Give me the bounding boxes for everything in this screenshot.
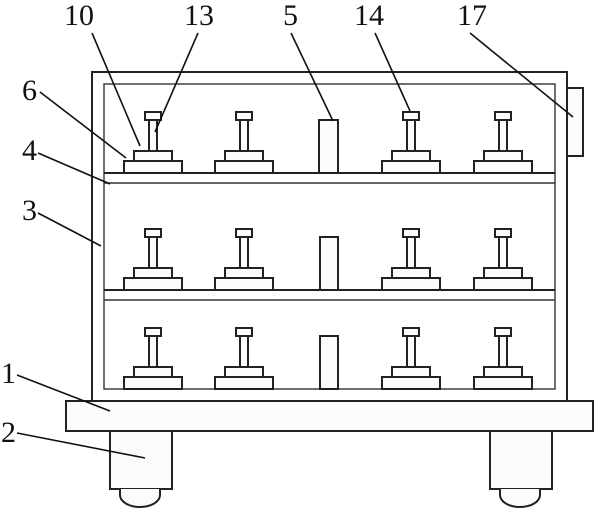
callout-5: 5 xyxy=(283,0,298,32)
wheel-right xyxy=(489,430,553,508)
wheel-left xyxy=(109,430,173,508)
clamp-holder xyxy=(214,228,274,291)
callout-17: 17 xyxy=(457,0,487,32)
clamp-holder xyxy=(123,327,183,390)
clamp-holder xyxy=(473,111,533,174)
callout-10: 10 xyxy=(64,0,94,32)
base-plate xyxy=(65,400,594,432)
callout-6: 6 xyxy=(22,74,37,107)
clamp-holders xyxy=(123,111,533,390)
shelf-middle xyxy=(104,289,555,301)
clamp-holder xyxy=(214,327,274,390)
callout-3: 3 xyxy=(22,194,37,227)
callout-1: 1 xyxy=(1,357,16,390)
divider-top xyxy=(318,119,339,174)
side-control-box xyxy=(566,87,584,157)
shelf-top xyxy=(104,172,555,184)
clamp-holder xyxy=(473,228,533,291)
clamp-holder xyxy=(123,111,183,174)
callout-4: 4 xyxy=(22,134,37,167)
cabinet-outer-frame xyxy=(91,71,568,402)
leader-lines xyxy=(16,32,574,459)
clamp-holder xyxy=(381,111,441,174)
callout-13: 13 xyxy=(184,0,214,32)
clamp-holder xyxy=(381,327,441,390)
callout-2: 2 xyxy=(1,416,16,449)
divider-middle xyxy=(319,236,339,291)
callout-14: 14 xyxy=(354,0,384,32)
clamp-holder xyxy=(381,228,441,291)
clamp-holder xyxy=(123,228,183,291)
clamp-holder xyxy=(473,327,533,390)
clamp-holder xyxy=(214,111,274,174)
divider-bottom xyxy=(319,335,339,390)
